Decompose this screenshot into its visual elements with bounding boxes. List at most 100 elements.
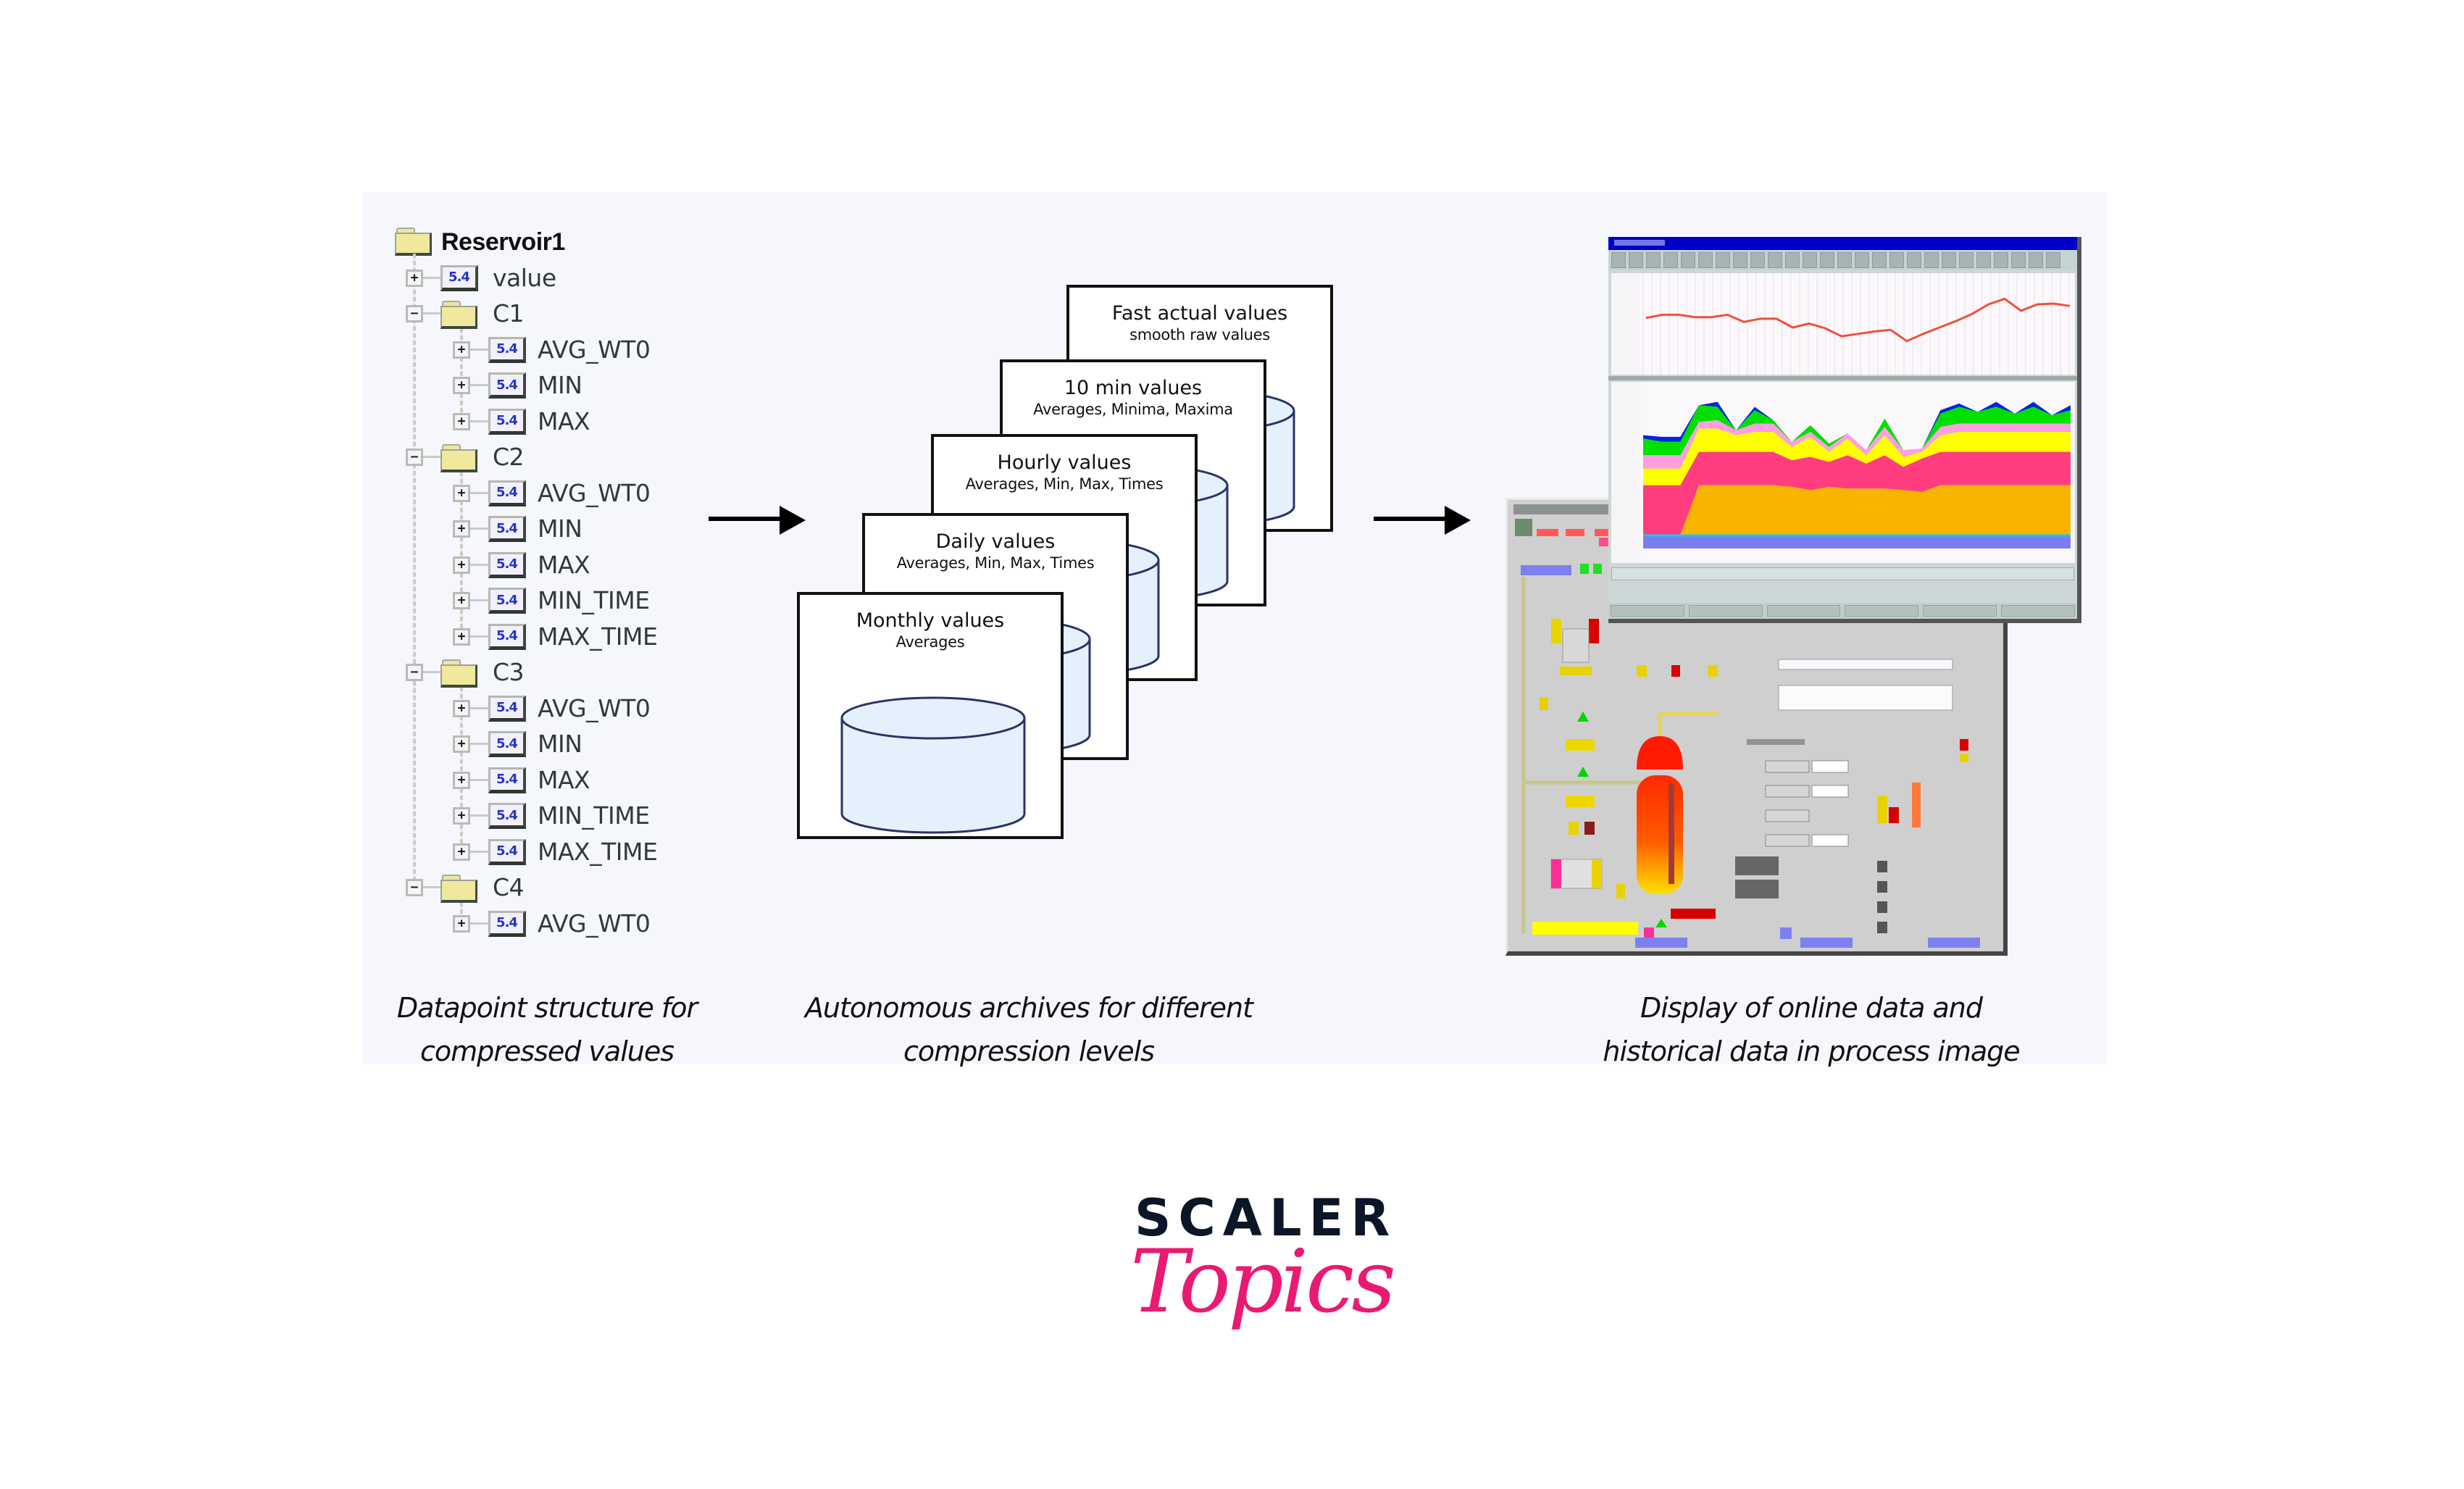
toolbar-button[interactable]	[1716, 252, 1730, 268]
indicator-dark	[1584, 822, 1595, 835]
toolbar-button[interactable]	[2046, 252, 2060, 268]
stack-layer-blue-base	[1643, 535, 2071, 549]
display-2	[1735, 880, 1779, 898]
toolbar-button[interactable]	[2029, 252, 2043, 268]
toolbar-button[interactable]	[2011, 252, 2026, 268]
tree-item-label: MIN_TIME	[538, 801, 650, 830]
reactor-output-bar	[1671, 909, 1716, 919]
status-field	[1766, 605, 1841, 617]
archive-title: 10 min values	[1064, 377, 1203, 399]
expand-icon[interactable]: +	[453, 735, 470, 753]
toolbar-button[interactable]	[1976, 252, 1991, 268]
toolbar-button[interactable]	[1698, 252, 1713, 268]
toolbar-button[interactable]	[1785, 252, 1800, 268]
expand-icon[interactable]: +	[406, 269, 423, 287]
tree-folder-c2[interactable]: − C2	[362, 443, 739, 472]
time-scrollbar[interactable]	[1611, 567, 2074, 580]
expand-icon[interactable]: +	[453, 771, 470, 789]
toolbar-button[interactable]	[1889, 252, 1904, 268]
toolbar-button[interactable]	[1994, 252, 2008, 268]
expand-icon[interactable]: +	[453, 807, 470, 825]
valve-3	[1577, 712, 1589, 722]
tree-connector	[470, 743, 488, 745]
tree-item-label: C4	[493, 873, 525, 901]
tree-guide-line	[413, 254, 416, 886]
toolbar-button[interactable]	[1924, 252, 1939, 268]
plot-splitter[interactable]	[1608, 376, 2077, 380]
y-axis-strip	[1611, 273, 1640, 375]
collapse-icon[interactable]: −	[406, 664, 423, 681]
tree-folder-c3[interactable]: −C3	[362, 658, 739, 688]
tree-folder-c4[interactable]: − C4	[362, 873, 739, 903]
toolbar-button[interactable]	[1646, 252, 1661, 268]
pump-1	[1551, 619, 1561, 643]
archive-title: Fast actual values	[1111, 302, 1288, 325]
trend-statusbar	[1608, 603, 2077, 619]
datapoint-icon: 5.4	[488, 767, 526, 793]
toolbar-button[interactable]	[1803, 252, 1817, 268]
status-field	[2001, 605, 2075, 617]
toolbar-button[interactable]	[1681, 252, 1695, 268]
folder-icon	[395, 228, 432, 256]
toolbar-button[interactable]	[1959, 252, 1974, 268]
expand-icon[interactable]: +	[453, 377, 470, 394]
archive-subtitle: Averages, Minima, Maxima	[1033, 401, 1233, 419]
trend-window-titlebar[interactable]	[1608, 237, 2077, 250]
toolbar-button[interactable]	[1629, 252, 1643, 268]
collapse-icon[interactable]: −	[406, 449, 423, 466]
toolbar-button[interactable]	[1907, 252, 1921, 268]
expand-icon[interactable]: +	[453, 520, 470, 538]
toolbar-button[interactable]	[1837, 252, 1852, 268]
tree-folder-c1[interactable]: −C1	[362, 299, 739, 329]
tree-item-label: MAX_TIME	[538, 622, 658, 651]
caption-line: Autonomous archives for different	[804, 992, 1253, 1024]
toolbar-button[interactable]	[1611, 252, 1626, 268]
datapoint-icon: 5.4	[488, 480, 526, 506]
expand-icon[interactable]: +	[453, 412, 470, 430]
caption-line: compression levels	[903, 1035, 1155, 1067]
equipment-block	[1562, 628, 1590, 663]
expand-icon[interactable]: +	[453, 627, 470, 646]
datapoint-icon: 5.4	[488, 372, 526, 399]
collapse-icon[interactable]: −	[406, 879, 423, 896]
toolbar-button[interactable]	[1820, 252, 1834, 268]
toolbar-button[interactable]	[1768, 252, 1782, 268]
tree-connector	[470, 491, 488, 494]
toolbar-button[interactable]	[1733, 252, 1747, 268]
toolbar-button[interactable]	[1942, 252, 1956, 268]
toolbar-button[interactable]	[1663, 252, 1678, 268]
expand-icon[interactable]: +	[453, 699, 470, 717]
toolbar-button[interactable]	[1750, 252, 1765, 268]
collapse-icon[interactable]: −	[406, 305, 423, 322]
trend-line-chart	[1611, 273, 2071, 375]
expand-icon[interactable]: +	[453, 341, 470, 359]
tree-root[interactable]: Reservoir1	[395, 228, 565, 256]
expand-icon[interactable]: +	[453, 556, 470, 574]
folder-icon	[440, 444, 477, 472]
info-field-2	[1778, 685, 1953, 711]
caption-line: compressed values	[419, 1035, 675, 1067]
toolbar-button[interactable]	[1855, 252, 1869, 268]
toolbar-button[interactable]	[1872, 252, 1887, 268]
expand-icon[interactable]: +	[453, 843, 470, 861]
expand-icon[interactable]: +	[453, 914, 470, 933]
expand-icon[interactable]: +	[453, 592, 470, 609]
tree-item-label: C2	[493, 443, 525, 471]
expand-icon[interactable]: +	[453, 484, 470, 502]
nav-button-1	[1635, 938, 1687, 948]
